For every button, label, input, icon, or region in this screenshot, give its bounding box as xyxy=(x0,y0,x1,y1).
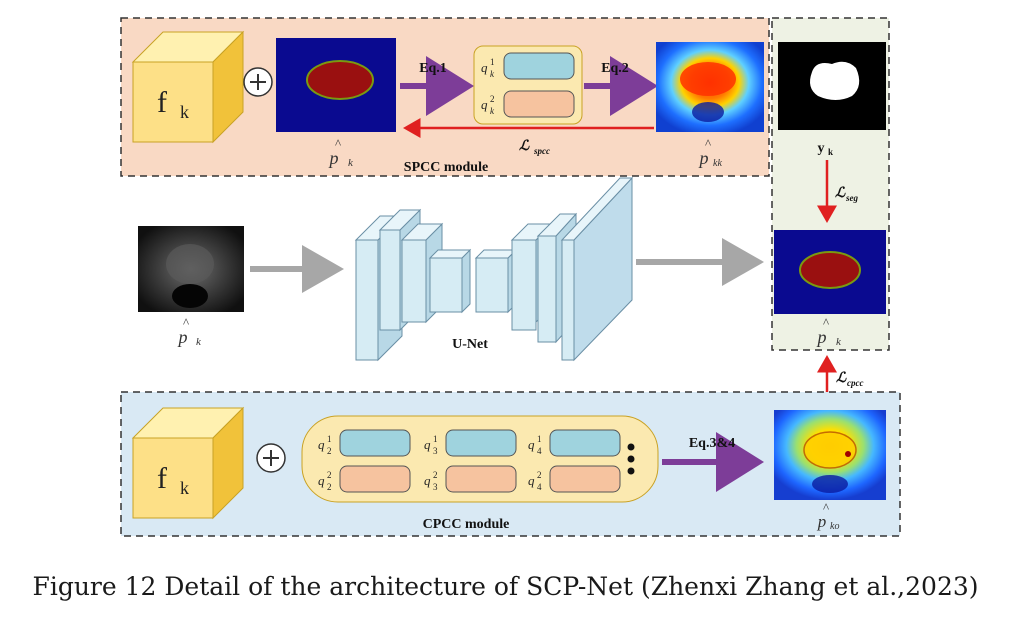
unet-input-label: p xyxy=(177,327,188,347)
spcc-out-sub: kk xyxy=(713,158,722,169)
right-prediction-map xyxy=(774,230,886,314)
eq34-label: Eq.3&4 xyxy=(689,436,735,451)
spcc-pred-label: p xyxy=(328,148,339,168)
cpcc-q-label: q xyxy=(424,437,431,452)
spcc-queue-q2 xyxy=(503,90,575,118)
cpcc-q-label: q xyxy=(424,473,431,488)
cpcc-q-sup: 2 xyxy=(327,470,332,480)
cpcc-q-sub: 4 xyxy=(537,446,542,456)
spcc-pred-sub: k xyxy=(348,157,354,169)
cpcc-q-sub: 2 xyxy=(327,482,332,492)
spcc-q2-label: q xyxy=(481,97,488,112)
cpcc-feature-sub: k xyxy=(180,478,189,498)
spcc-plus-icon xyxy=(243,67,273,97)
gt-sub: k xyxy=(828,147,833,157)
cpcc-q-sup: 2 xyxy=(537,470,542,480)
unet-input-hat: ^ xyxy=(183,315,189,330)
cpcc-module-label: CPCC module xyxy=(423,517,510,532)
spcc-feature-label: f xyxy=(157,86,167,119)
cpcc-queue-group: q 1 3 q 2 3 xyxy=(424,429,517,493)
seg-loss-label: ℒ xyxy=(835,186,846,201)
spcc-module: f k ^ p k Eq.1 q 1 k q 2 k xyxy=(120,17,770,177)
cpcc-q-label: q xyxy=(318,473,325,488)
right-panel: y k ℒ seg ^ p k xyxy=(771,17,890,351)
spcc-module-label: SPCC module xyxy=(404,160,488,175)
cpcc-q-label: q xyxy=(318,437,325,452)
spcc-out-label: p xyxy=(698,148,709,168)
cpcc-q-sub: 3 xyxy=(433,482,438,492)
cpcc-q-sub: 4 xyxy=(537,482,542,492)
cpcc-q-sub: 2 xyxy=(327,446,332,456)
eq1-label: Eq.1 xyxy=(419,61,447,76)
spcc-q1-sub: k xyxy=(490,69,495,79)
cpcc-feature-label: f xyxy=(157,462,167,495)
cpcc-module: f k q 1 2 q 2 2 xyxy=(120,391,901,537)
spcc-q2-sub: k xyxy=(490,106,495,116)
unet-blocks xyxy=(354,176,634,362)
unet-input-sub: k xyxy=(196,336,202,348)
spcc-loss-sub: spcc xyxy=(533,146,550,156)
cpcc-output-heatmap xyxy=(774,410,886,500)
cpcc-feature-cube: f k xyxy=(131,406,245,520)
cpcc-q-sup: 1 xyxy=(327,434,332,444)
spcc-prediction-map xyxy=(276,38,396,132)
cpcc-out-hat: ^ xyxy=(823,500,829,515)
right-pred-hat: ^ xyxy=(823,315,829,330)
gt-label: y xyxy=(818,141,825,156)
cpcc-out-label: p xyxy=(817,512,827,531)
cpcc-plus-icon xyxy=(256,443,286,473)
spcc-feature-sub: k xyxy=(180,102,189,122)
cpcc-q-sup: 1 xyxy=(433,434,438,444)
cpcc-queue-group: q 1 4 q 2 4 xyxy=(528,429,621,493)
cpcc-q-sup: 2 xyxy=(433,470,438,480)
spcc-loss-label: ℒ xyxy=(519,139,530,154)
seg-loss-sub: seg xyxy=(845,193,858,203)
cpcc-out-sub: ko xyxy=(830,521,839,532)
cpcc-q-sub: 3 xyxy=(433,446,438,456)
ellipsis-dots-icon xyxy=(627,443,635,475)
spcc-out-hat: ^ xyxy=(705,136,711,151)
spcc-feature-cube: f k xyxy=(131,30,245,144)
spcc-output-heatmap xyxy=(656,42,764,132)
spcc-q1-sup: 1 xyxy=(490,57,495,67)
spcc-queue-box: q 1 k q 2 k xyxy=(473,45,583,125)
unet-section: ^ p k xyxy=(138,176,764,362)
cpcc-q-sup: 1 xyxy=(537,434,542,444)
cpcc-loss-label: ℒ xyxy=(836,371,847,386)
cpcc-q-label: q xyxy=(528,437,535,452)
mri-input-image xyxy=(138,226,244,312)
ground-truth-mask xyxy=(778,42,886,130)
right-pred-sub: k xyxy=(836,336,842,348)
cpcc-queue-group: q 1 2 q 2 2 xyxy=(318,429,411,493)
spcc-q2-sup: 2 xyxy=(490,94,495,104)
cpcc-loss-sub: cpcc xyxy=(847,378,863,388)
right-pred-label: p xyxy=(816,327,827,347)
spcc-pred-hat: ^ xyxy=(335,136,341,151)
figure-caption: Figure 12 Detail of the architecture of … xyxy=(32,572,979,601)
cpcc-queue-box: q 1 2 q 2 2 q 1 3 q 2 3 q xyxy=(301,415,659,503)
cpcc-q-label: q xyxy=(528,473,535,488)
eq2-label: Eq.2 xyxy=(601,61,629,76)
spcc-q1-label: q xyxy=(481,60,488,75)
unet-label: U-Net xyxy=(452,337,488,352)
spcc-queue-q1 xyxy=(503,52,575,80)
